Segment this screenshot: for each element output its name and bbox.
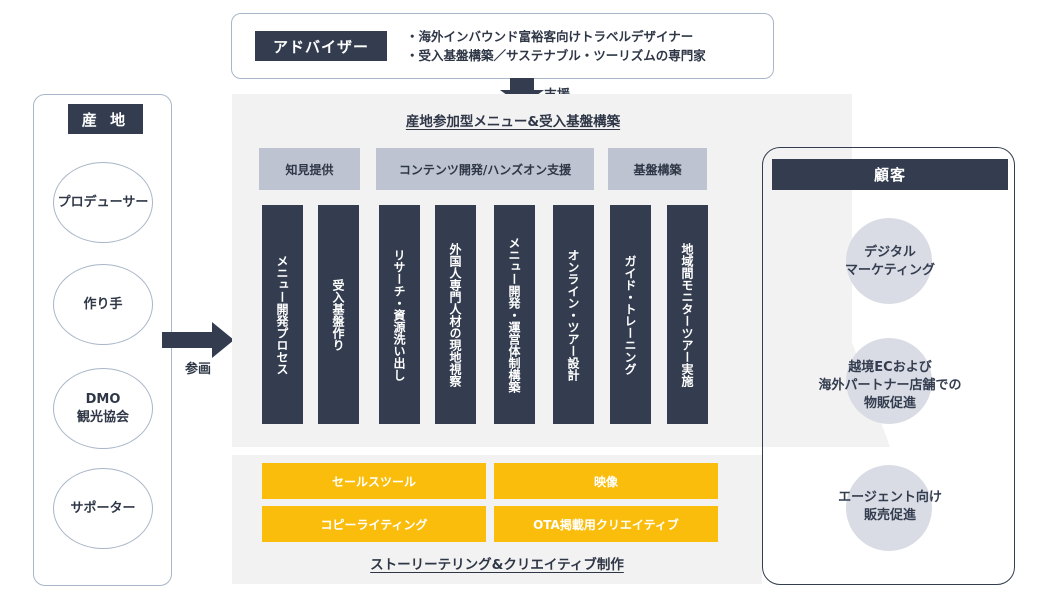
bar-menu-operation: メニュー開発・運営体制構築 [494,205,535,424]
production-item-dmo: DMO 観光協会 [53,368,153,449]
creative-ota: OTA掲載用クリエイティブ [494,506,718,542]
bullet-mark: ・ [406,29,419,44]
item-line: デジタル [864,244,916,260]
category-content-development: コンテンツ開発/ハンズオン支援 [376,148,594,190]
bar-online-tour: オンライン・ツアー設計 [553,205,594,424]
category-knowledge: 知見提供 [259,148,360,190]
item-line: プロデューサー [57,194,149,210]
item-line: 越境ECおよび [848,359,932,375]
advisor-bullet-1: ・海外インバウンド富裕客向けトラベルデザイナー [406,26,693,45]
bar-guide-training: ガイド・トレーニング [610,205,651,424]
item-line: 観光協会 [76,409,129,425]
creative-title: ストーリーテリング&クリエイティブ制作 [370,557,624,573]
customer-circle [846,465,932,551]
customer-circle [846,218,932,304]
customer-item-agent: エージェント向け販売促進 [772,487,1008,527]
item-line: DMO [85,391,121,407]
item-line: マーケティング [845,263,935,278]
advisor-label: アドバイザー [255,31,387,61]
bar-menu-process: メニュー開発プロセス [262,205,303,424]
item-line: サポーター [70,500,136,516]
production-item-producer: プロデューサー [53,162,153,243]
creative-copywriting: コピーライティング [262,506,486,542]
creative-sales-tools: セールスツール [262,463,486,499]
bar-research: リサーチ・資源洗い出し [379,205,420,424]
production-title: 産 地 [68,104,143,134]
customer-item-ec: 越境ECおよび海外パートナー店舗での物販促進 [772,356,1008,416]
join-label: 参画 [185,362,212,377]
creative-video: 映像 [494,463,718,499]
bullet-text: 受入基盤構築／サステナブル・ツーリズムの専門家 [418,48,706,63]
item-line: 物販促進 [863,396,916,412]
customer-title: 顧客 [772,159,1008,190]
bar-monitor-tour: 地域間モニターツアー実施 [667,205,708,424]
bar-expert-visit: 外国人専門人材の現地視察 [435,205,476,424]
category-infrastructure: 基盤構築 [608,148,707,190]
customer-circle [846,338,932,424]
item-line: エージェント向け [838,489,942,505]
center-title: 産地参加型メニュー&受入基盤構築 [405,114,621,130]
support-arrow-icon [500,78,544,106]
production-item-supporter: サポーター [53,468,153,549]
bullet-text: 海外インバウンド富裕客向けトラベルデザイナー [418,29,694,44]
item-line: 販売促進 [863,508,916,523]
production-item-maker: 作り手 [53,264,153,345]
item-line: 作り手 [83,296,123,312]
customer-item-digital: デジタルマーケティング [772,242,1008,282]
bar-acceptance-foundation: 受入基盤作り [318,205,359,424]
customer-panel [762,147,1015,585]
advisor-bullet-2: ・受入基盤構築／サステナブル・ツーリズムの専門家 [406,45,706,64]
join-arrow-icon [162,322,234,358]
item-line: 海外パートナー店舗での [818,377,962,393]
bullet-mark: ・ [406,48,419,63]
